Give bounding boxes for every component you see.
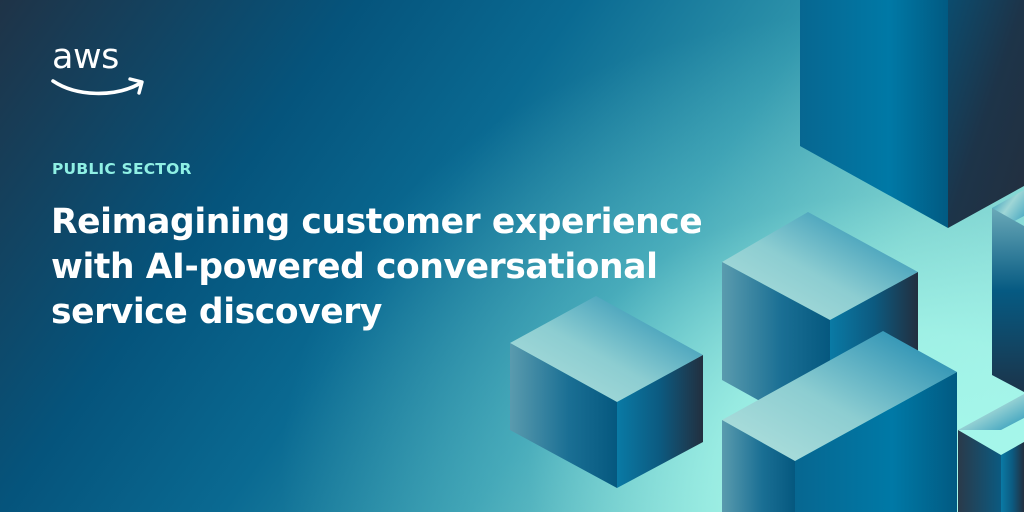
cube-right-edge bbox=[992, 190, 1024, 392]
cube-left bbox=[510, 296, 703, 488]
category-label: PUBLIC SECTOR bbox=[52, 160, 192, 178]
aws-logo[interactable]: aws bbox=[51, 37, 147, 98]
headline-line-2: with AI-powered conversational bbox=[51, 247, 658, 287]
headline-line-3: service discovery bbox=[51, 292, 382, 332]
cube-bottom bbox=[722, 331, 957, 512]
aws-smile-arrow-icon: aws bbox=[51, 37, 144, 96]
headline-line-1: Reimagining customer experience bbox=[51, 202, 703, 242]
page-title: Reimagining customer experience with AI-… bbox=[51, 200, 771, 335]
cube-top-right bbox=[800, 0, 1024, 228]
aws-wordmark: aws bbox=[52, 38, 119, 77]
cube-bottom-right bbox=[958, 394, 1024, 512]
